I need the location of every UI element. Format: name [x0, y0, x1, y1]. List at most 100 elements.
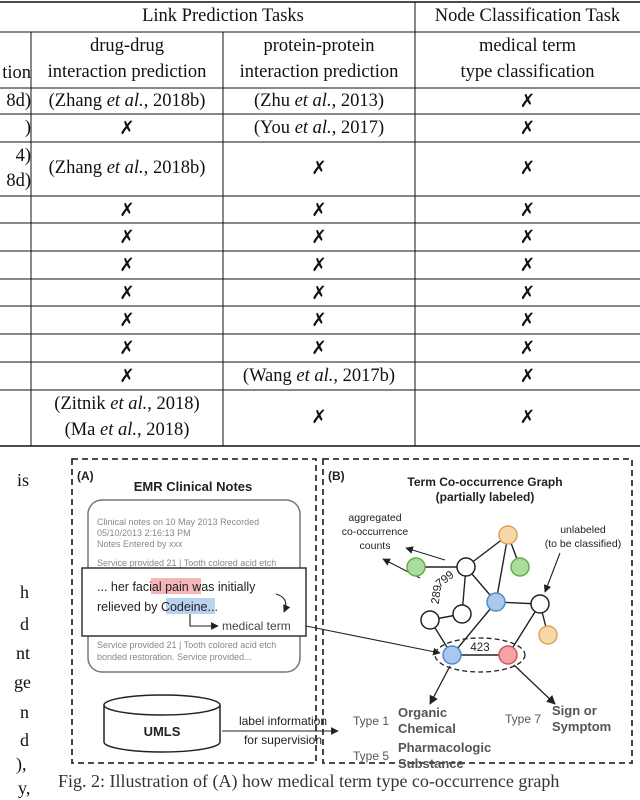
graph-node-unlabeled	[530, 594, 550, 614]
cross-mark: ✗	[311, 309, 327, 330]
graph-node-unlabeled	[420, 610, 440, 630]
cross-mark: ✗	[119, 337, 135, 358]
aggregated-label-line3: counts	[360, 540, 391, 552]
type1-label: Type 1	[353, 714, 389, 728]
type-arrow-right	[513, 664, 556, 705]
header-node-classification: Node Classification Task	[434, 6, 621, 26]
medical-term-arrow	[189, 614, 219, 630]
panel-b-frame	[322, 458, 633, 764]
umls-label: UMLS	[144, 724, 181, 739]
graph-node-green	[510, 557, 530, 577]
side-text: d	[20, 730, 29, 750]
header-ppi-line2: interaction prediction	[239, 62, 399, 82]
header-mtc-line1: medical term	[478, 36, 577, 56]
cross-mark: ✗	[119, 309, 135, 330]
panel-a-label: (A)	[77, 469, 94, 483]
graph-node-orange	[498, 525, 518, 545]
table-cell-citation: (Wang et al., 2017b)	[242, 366, 396, 386]
organic-label-line2: Chemical	[398, 721, 456, 736]
side-text: d	[20, 614, 29, 634]
note-line: Service provided 21 | Tooth colored acid…	[97, 640, 276, 650]
umls-cylinder	[103, 705, 221, 753]
organic-label-line1: Organic	[398, 705, 447, 720]
cross-mark: ✗	[311, 199, 327, 220]
cross-mark: ✗	[119, 254, 135, 275]
edge-weight-423: 423	[470, 642, 489, 654]
cross-mark: ✗	[519, 282, 536, 303]
header-ppi-line1: protein-protein	[263, 36, 375, 56]
aggregated-arrow	[405, 546, 446, 561]
pharm-label-line2: Substance	[398, 756, 464, 771]
side-text: h	[20, 582, 29, 602]
cross-mark: ✗	[311, 157, 327, 178]
side-text: ge	[14, 672, 31, 692]
row1-fragment: 8d)	[6, 91, 31, 111]
cross-mark: ✗	[519, 254, 536, 275]
snippet-arrow	[275, 593, 291, 613]
cross-mark: ✗	[119, 365, 135, 386]
cross-mark: ✗	[519, 226, 536, 247]
snippet-line1: ... her facial pain was initially	[97, 580, 256, 594]
highlight-codeine	[166, 598, 215, 614]
note-line: Service provided 21 | Tooth colored acid…	[97, 558, 276, 568]
header-mtc-line2: type classification	[460, 62, 595, 82]
note-line: 05/10/2013 2:16:13 PM	[97, 528, 191, 538]
cross-mark: ✗	[519, 199, 536, 220]
comparison-table: Link Prediction Tasks Node Classificatio…	[0, 1, 640, 447]
header-link-prediction: Link Prediction Tasks	[142, 6, 304, 26]
row3-fragment-a: 4)	[15, 146, 31, 166]
side-text: ),	[16, 754, 27, 774]
side-text: n	[20, 702, 29, 722]
highlight-facial-pain	[151, 578, 201, 594]
note-line: Notes Entered by xxx	[97, 539, 183, 549]
table-cell-citation: (You et al., 2017)	[253, 118, 385, 138]
panel-a-title: EMR Clinical Notes	[134, 479, 252, 494]
selected-pair-ellipse	[434, 637, 526, 673]
cross-mark: ✗	[119, 226, 135, 247]
cross-mark: ✗	[519, 365, 536, 386]
side-text: is	[17, 470, 30, 490]
cross-mark: ✗	[119, 117, 135, 138]
label-info-line2: for supervision	[244, 733, 322, 747]
row3-fragment-b: 8d)	[6, 171, 31, 191]
header-ddi-line1: drug-drug	[90, 36, 164, 56]
label-info-line1: label information	[239, 714, 327, 728]
cross-mark: ✗	[519, 309, 536, 330]
graph-node-green	[406, 557, 426, 577]
aggregated-label-line2: co-occurrence	[342, 526, 409, 538]
unlabeled-label-line2: (to be classified)	[545, 538, 621, 550]
cross-mark: ✗	[519, 406, 536, 427]
pharm-label-line1: Pharmacologic	[398, 740, 491, 755]
cross-mark: ✗	[519, 337, 536, 358]
graph-node-unlabeled	[452, 604, 472, 624]
table-cell-citation: (Zhu et al., 2013)	[253, 91, 384, 111]
aggregated-label-line1: aggregated	[348, 512, 401, 524]
cross-mark: ✗	[311, 254, 327, 275]
note-line: Clinical notes on 10 May 2013 Recorded	[97, 517, 259, 527]
table-cell-citation: (Zitnik et al., 2018)	[54, 394, 200, 414]
header-ddi-line2: interaction prediction	[47, 62, 207, 82]
cross-mark: ✗	[119, 282, 135, 303]
cross-mark: ✗	[519, 157, 536, 178]
table-cell-citation: (Zhang et al., 2018b)	[48, 91, 206, 111]
cross-mark: ✗	[119, 199, 135, 220]
unlabeled-arrow	[543, 552, 561, 593]
graph-node-orange	[538, 625, 558, 645]
side-text: y,	[18, 778, 31, 798]
type-arrow-left	[429, 665, 451, 705]
edge-weight-289: 289	[430, 584, 445, 605]
note-line: bonded restoration. Service provided...	[97, 652, 252, 662]
header-col0-fragment: tion	[2, 63, 31, 83]
sign-label-line1: Sign or	[552, 703, 597, 718]
graph-node-blue	[486, 592, 506, 612]
cross-mark: ✗	[519, 90, 536, 111]
snippet-line2: relieved by Codeine...	[97, 600, 218, 614]
cross-mark: ✗	[311, 337, 327, 358]
cross-mark: ✗	[311, 406, 327, 427]
type5-label: Type 5	[353, 749, 389, 763]
panel-b-label: (B)	[328, 469, 345, 483]
type7-label: Type 7	[505, 712, 541, 726]
side-text: nt	[16, 643, 31, 663]
panel-b-title-line1: Term Co-occurrence Graph	[407, 475, 562, 489]
